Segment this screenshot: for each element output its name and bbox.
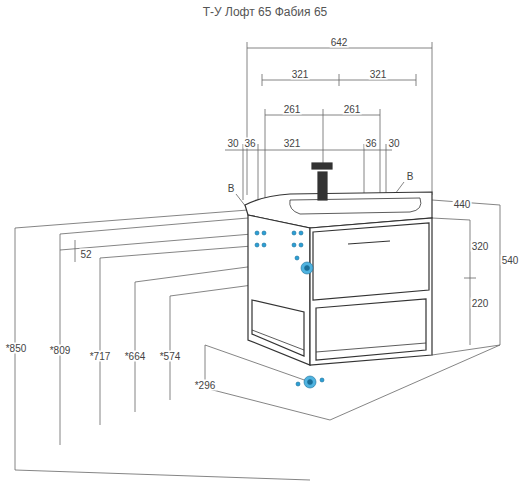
dimension: *717	[89, 351, 112, 362]
dimension: 440	[453, 199, 472, 210]
dimension: 36	[364, 138, 377, 149]
dimension: 52	[79, 249, 92, 260]
dimension: 321	[369, 69, 388, 80]
dimension: 540	[501, 255, 520, 266]
dimension: 220	[471, 298, 490, 309]
dimension: *809	[49, 345, 72, 356]
dimension: 321	[283, 138, 302, 149]
drawing-title: Т-У Лофт 65 Фабия 65	[203, 5, 328, 19]
dimension: *574	[159, 351, 182, 362]
dimension: 642	[330, 37, 349, 48]
dimension: 30	[387, 138, 400, 149]
dimension: *850	[5, 343, 28, 354]
dimension: 36	[243, 138, 256, 149]
dimension: 261	[283, 104, 302, 115]
callout-letter: B	[227, 183, 236, 194]
dimension: 320	[471, 241, 490, 252]
dimension: *664	[124, 351, 147, 362]
dimension: 30	[226, 138, 239, 149]
dimension: 261	[343, 104, 362, 115]
dimension: 321	[291, 69, 310, 80]
dimension: *296	[194, 380, 217, 391]
callout-letter: B	[406, 171, 415, 182]
